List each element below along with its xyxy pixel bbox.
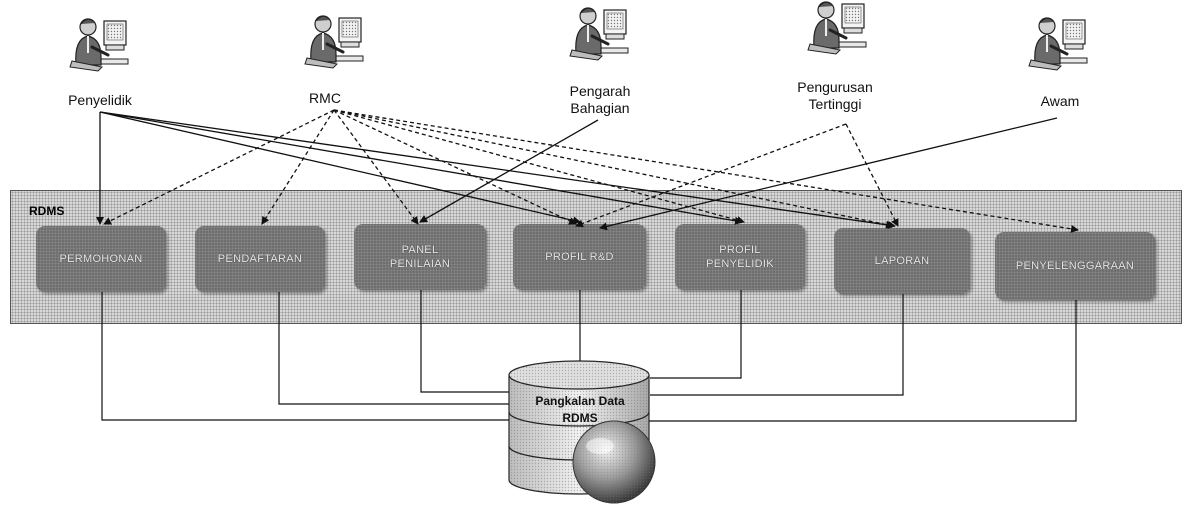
rdms-system-label: RDMS (29, 204, 65, 218)
arrow-rmc-panel (333, 109, 419, 225)
person-computer-icon (1028, 17, 1088, 71)
arrow-rmc-profil-penyelidik (333, 109, 745, 225)
module-label: PROFIL R&D (545, 251, 614, 263)
arrow-penyelidik-profil-penyelidik (99, 111, 743, 225)
database-connectors (101, 290, 1077, 422)
module-permohonan: PERMOHONAN (36, 226, 166, 292)
actor-label-rmc: RMC (309, 90, 341, 106)
module-profil-penyelidik: PROFIL PENYELIDIK (675, 224, 805, 290)
arrow-pengarah-panel (419, 119, 599, 223)
arrow-rmc-profil-rd (333, 109, 577, 225)
arrow-pengurusan-profil-rd (575, 123, 847, 228)
arrow-penyelidik-laporan (99, 111, 896, 229)
db-line-penyelenggaraan (640, 300, 1077, 422)
db-line-profil-penyelidik (650, 290, 742, 379)
module-pendaftaran: PENDAFTARAN (195, 226, 325, 292)
person-computer-icon (569, 7, 629, 61)
module-label: PANEL PENILAIAN (389, 244, 451, 270)
actor-label-awam: Awam (1040, 93, 1080, 109)
arrow-penyelidik-profil-rd (99, 111, 581, 225)
db-line-permohonan (101, 292, 640, 421)
module-panel-penilaian: PANEL PENILAIAN (354, 224, 486, 290)
module-label: PENYELENGGARAAN (1015, 260, 1135, 272)
actor-label-pengarah-bahagian: Pengarah Bahagian (569, 83, 631, 116)
arrow-rmc-laporan (333, 109, 894, 229)
module-penyelenggaraan: PENYELENGGARAAN (995, 232, 1155, 300)
db-line-laporan (650, 294, 904, 396)
arrow-rmc-permohonan (103, 109, 335, 225)
actor-label-penyelidik: Penyelidik (68, 92, 132, 108)
arrow-awam-profil-rd (599, 117, 1058, 231)
person-computer-icon (69, 18, 129, 72)
arrow-rmc-pendaftaran (261, 109, 335, 225)
module-label: PROFIL PENYELIDIK (706, 244, 774, 270)
module-label: PENDAFTARAN (217, 253, 303, 265)
module-label: PERMOHONAN (59, 253, 143, 265)
module-profil-rd: PROFIL R&D (513, 224, 646, 290)
module-laporan: LAPORAN (834, 228, 970, 294)
solid-arrows (96, 111, 1058, 231)
dashed-arrows (103, 109, 1079, 233)
actor-label-pengurusan-tertinggi: Pengurusan Tertinggi (797, 79, 873, 112)
module-label: LAPORAN (874, 255, 930, 267)
database-label: Pangkalan Data RDMS (535, 394, 625, 425)
globe-icon (572, 420, 656, 504)
arrow-pengurusan-laporan (845, 123, 899, 227)
person-computer-icon (304, 15, 364, 69)
person-computer-icon (807, 1, 867, 55)
db-line-pendaftaran (278, 292, 580, 405)
